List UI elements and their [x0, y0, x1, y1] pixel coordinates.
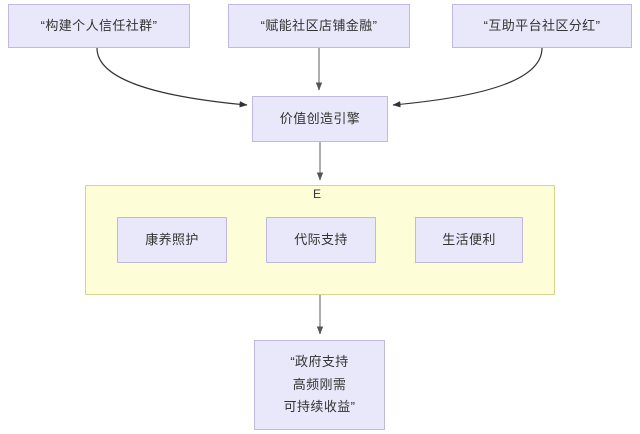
cluster-node-intergenerational-support[interactable]: 代际支持: [266, 217, 376, 263]
cluster-node-health-care[interactable]: 康养照护: [117, 217, 227, 263]
edge-source3-to-engine: [392, 47, 543, 108]
outcome-node[interactable]: “政府支持 高频刚需 可持续收益”: [254, 340, 385, 430]
engine-node-value-creation[interactable]: 价值创造引擎: [252, 96, 388, 142]
cluster-node-daily-convenience[interactable]: 生活便利: [415, 217, 523, 263]
edge-source1-to-engine: [96, 47, 248, 108]
outcome-line-2: 高频刚需: [292, 376, 347, 392]
source-node-trust-community[interactable]: “构建个人信任社群”: [8, 4, 190, 48]
cluster-label: E: [313, 187, 322, 201]
outcome-line-3: 可持续收益”: [283, 399, 356, 415]
source-node-store-finance[interactable]: “赋能社区店铺金融”: [228, 4, 410, 48]
source-node-mutual-dividend[interactable]: “互助平台社区分红”: [452, 4, 632, 48]
outcome-line-1: “政府支持: [290, 353, 349, 369]
